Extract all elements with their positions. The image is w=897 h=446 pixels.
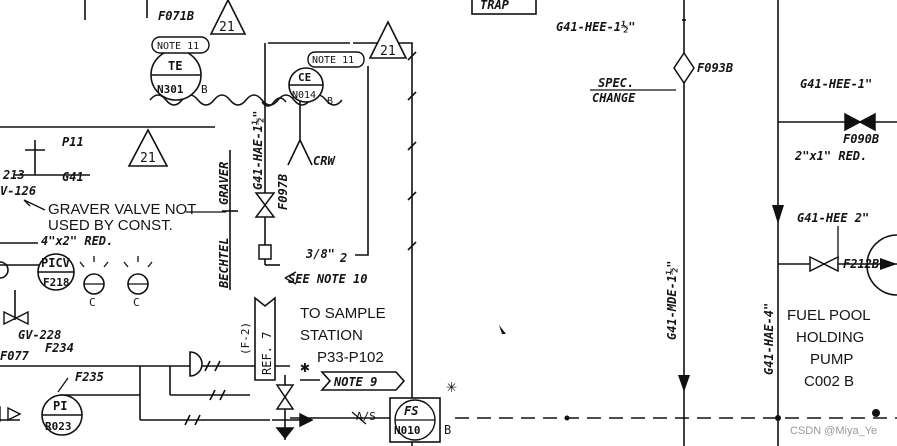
c-indicator-2: C: [123, 256, 153, 309]
as-label: A/S: [356, 410, 376, 423]
c-tag-1: C: [89, 296, 96, 309]
pump-casing: [866, 234, 897, 296]
ce-number: N014: [292, 90, 316, 101]
c-indicator-1: C: [79, 256, 109, 309]
fs-tag: FS: [404, 404, 418, 418]
flow-arrow-pump: [880, 258, 897, 270]
picv-tag: PICV: [41, 256, 70, 270]
pump-line-3: PUMP: [810, 351, 853, 368]
pi-valve: [0, 405, 22, 423]
asterisk-a: ✱: [300, 357, 310, 376]
ref7-label: REF. 7: [260, 332, 274, 375]
note9-tag: [320, 371, 406, 391]
pump-line-4: C002 B: [804, 373, 854, 390]
f234-label: F234: [45, 341, 74, 355]
asterisk-b: ✳: [446, 376, 457, 397]
spec-2: CHANGE: [592, 91, 636, 105]
trap-box: [471, 0, 537, 15]
pi-number: R023: [45, 420, 72, 433]
graver-label: GRAVER: [217, 162, 231, 205]
red-4x2: 4"x2" RED.: [41, 234, 113, 248]
see-note-10: SEE NOTE 10: [288, 272, 367, 286]
graver-note-1: GRAVER VALVE NOT: [48, 201, 196, 218]
v126-label: V-126: [0, 184, 36, 198]
pump-line-1: FUEL POOL: [787, 307, 871, 324]
flow-arrow-right-col: [772, 205, 784, 224]
ce-tag: CE: [298, 71, 311, 84]
note11-tag-b: [307, 51, 365, 68]
te-number: N301: [157, 83, 184, 96]
fs-suffix: B: [444, 423, 451, 437]
crw-label: CRW: [313, 154, 336, 168]
valve-f212b-symbol: [809, 255, 839, 273]
sample-line-3: P33-P102: [317, 349, 384, 366]
sample-line-1: TO SAMPLE: [300, 305, 386, 322]
trap-label: TRAP: [480, 0, 510, 12]
rev-21-b: 21: [380, 44, 396, 59]
line-g41-hee-1: G41-HEE-1": [800, 77, 872, 91]
sample-line-2: STATION: [300, 327, 363, 344]
line-g41-hae-112: G41-HAE-1½": [251, 111, 265, 190]
flow-arrow-down: [678, 375, 690, 392]
sample-valve: [272, 384, 314, 440]
gv228-valve: [3, 310, 29, 326]
picv-number: F218: [43, 276, 70, 289]
valve-f097b: F097B: [276, 174, 290, 210]
ref7-arrow: [254, 296, 276, 381]
tag-213: 213: [2, 168, 25, 182]
fs-number: N010: [394, 424, 421, 437]
size-2: 2: [339, 251, 347, 265]
valve-f071b: F071B: [158, 9, 194, 23]
note11-b: NOTE 11: [312, 55, 354, 66]
gv228-label: GV-228: [18, 328, 61, 342]
valve-f090b-symbol: [844, 112, 876, 132]
pi-tag: PI: [53, 399, 67, 413]
rev-21-a: 21: [219, 20, 235, 35]
red-2x1: 2"x1" RED.: [794, 149, 867, 163]
line-g41-mde-112: G41-MDE-1½": [665, 261, 679, 340]
g41-label: G41: [62, 170, 84, 184]
spec-1: SPEC.: [598, 76, 634, 90]
line-g41-hee-2: G41-HEE 2": [797, 211, 869, 225]
note9-label: NOTE 9: [333, 375, 377, 389]
ce-suffix: B: [327, 96, 333, 107]
rev-21-c: 21: [140, 151, 156, 166]
revision-triangles: [127, 0, 408, 167]
valve-f097b-symbol: [254, 192, 276, 260]
f077-label: F077: [0, 349, 30, 363]
valve-f090b: F090B: [843, 132, 879, 146]
c-tag-2: C: [133, 296, 140, 309]
line-g41-hee-112: G41-HEE-1½": [556, 20, 635, 34]
size-318: 3/8": [305, 247, 335, 261]
valve-f093b: F093B: [697, 61, 733, 75]
graver-note-2: USED BY CONST.: [48, 217, 173, 234]
f235-label: F235: [75, 370, 104, 384]
watermark: CSDN @Miya_Ye: [790, 425, 877, 437]
bechtel-label: BECHTEL: [217, 237, 231, 289]
note11-tag-a: [151, 36, 210, 54]
valve-f212b: F212B: [843, 257, 879, 271]
p11-label: P11: [62, 135, 84, 149]
mouse-cursor: [499, 325, 506, 334]
pump-line-2: HOLDING: [796, 329, 864, 346]
te-tag: TE: [168, 59, 182, 73]
orifice-symbol: [189, 351, 203, 377]
note11-a: NOTE 11: [157, 41, 199, 52]
line-g41-hae-4: G41-HAE-4": [762, 303, 776, 375]
f2-label: (F-2): [239, 322, 252, 355]
te-suffix: B: [201, 83, 208, 96]
valve-f093b-symbol: [673, 51, 695, 85]
